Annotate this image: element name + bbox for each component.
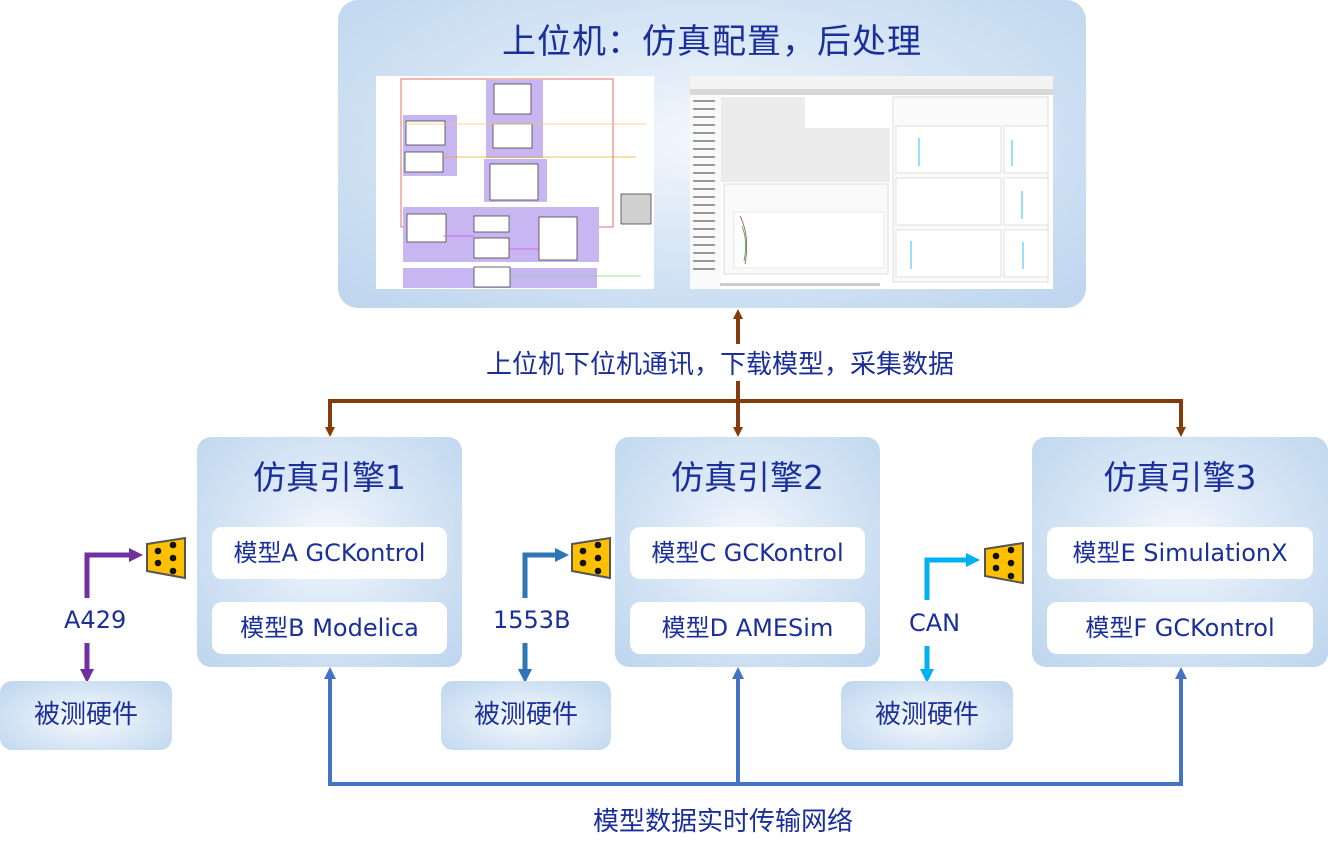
bus-link-1553b [518, 548, 569, 683]
bus-label-a429: A429 [64, 606, 127, 634]
model-item: 模型B Modelica [212, 602, 447, 654]
software-window-thumbnail [690, 76, 1053, 289]
engine-title: 仿真引擎2 [671, 458, 824, 497]
block-diagram-thumbnail [400, 78, 652, 288]
host-engine-link-label: 上位机下位机通讯，下载模型，采集数据 [486, 344, 955, 381]
engine-title: 仿真引擎3 [1103, 458, 1257, 497]
connector-icon [571, 536, 611, 580]
model-block-diagram-screenshot [376, 76, 654, 289]
bus-label-1553b: 1553B [493, 606, 571, 634]
hardware-under-test-1: 被测硬件 [0, 681, 172, 750]
bus-label-can: CAN [909, 609, 961, 637]
realtime-network-label: 模型数据实时传输网络 [593, 801, 854, 838]
engine-title: 仿真引擎1 [253, 458, 406, 497]
postprocessing-software-screenshot [690, 76, 1053, 289]
simulation-engine-1: 仿真引擎1 模型A GCKontrol 模型B Modelica [197, 437, 462, 667]
hardware-under-test-2: 被测硬件 [441, 681, 611, 750]
bus-link-a429 [80, 548, 143, 683]
model-item: 模型E SimulationX [1047, 527, 1313, 579]
connector-icon [146, 536, 186, 580]
model-item: 模型A GCKontrol [212, 527, 447, 579]
hardware-under-test-3: 被测硬件 [841, 681, 1013, 750]
bus-link-can [920, 553, 980, 683]
realtime-network-link [324, 667, 1187, 786]
host-title: 上位机：仿真配置，后处理 [502, 22, 922, 62]
model-item: 模型C GCKontrol [630, 527, 865, 579]
host-engine-link [325, 309, 1186, 437]
model-item: 模型F GCKontrol [1047, 602, 1313, 654]
host-computer-panel: 上位机：仿真配置，后处理 [338, 0, 1086, 308]
simulation-engine-2: 仿真引擎2 模型C GCKontrol 模型D AMESim [615, 437, 880, 667]
connector-icon [984, 541, 1024, 585]
simulation-engine-3: 仿真引擎3 模型E SimulationX 模型F GCKontrol [1032, 437, 1328, 667]
model-item: 模型D AMESim [630, 602, 865, 654]
